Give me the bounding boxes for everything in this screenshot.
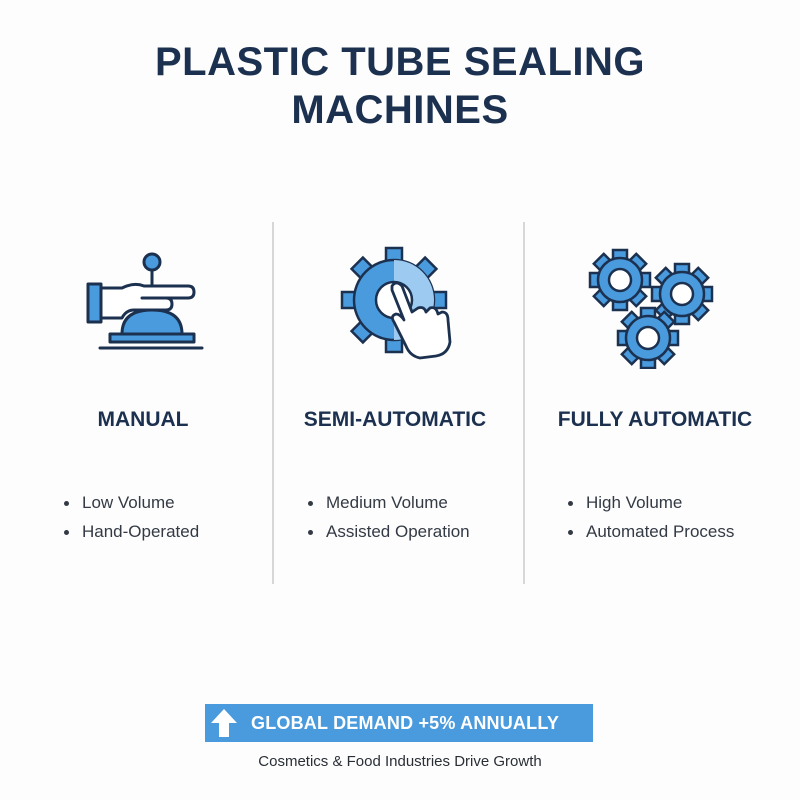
footer-caption: Cosmetics & Food Industries Drive Growth bbox=[258, 753, 542, 770]
column-title-manual: MANUAL bbox=[97, 408, 189, 431]
bullet-list-fully-automatic: High Volume Automated Process bbox=[566, 488, 734, 546]
growth-banner: GLOBAL DEMAND +5% ANNUALLY bbox=[205, 704, 593, 742]
three-gears-icon bbox=[588, 248, 714, 369]
bullet-item: Medium Volume bbox=[306, 488, 470, 517]
gear-touch-icon bbox=[340, 246, 452, 360]
column-divider-left bbox=[272, 222, 274, 584]
bullet-list-semi-automatic: Medium Volume Assisted Operation bbox=[306, 488, 470, 546]
column-title-fully-automatic: FULLY AUTOMATIC bbox=[557, 408, 753, 431]
banner-text: GLOBAL DEMAND +5% ANNUALLY bbox=[251, 712, 560, 733]
bullet-item: High Volume bbox=[566, 488, 734, 517]
column-title-semi-automatic: SEMI-AUTOMATIC bbox=[303, 408, 487, 431]
hand-press-icon bbox=[86, 252, 204, 350]
bullet-item: Low Volume bbox=[62, 488, 199, 517]
column-divider-right bbox=[523, 222, 525, 584]
bullet-list-manual: Low Volume Hand-Operated bbox=[62, 488, 199, 546]
bullet-item: Assisted Operation bbox=[306, 517, 470, 546]
bullet-item: Hand-Operated bbox=[62, 517, 199, 546]
up-arrow-icon bbox=[205, 704, 243, 742]
bullet-item: Automated Process bbox=[566, 517, 734, 546]
